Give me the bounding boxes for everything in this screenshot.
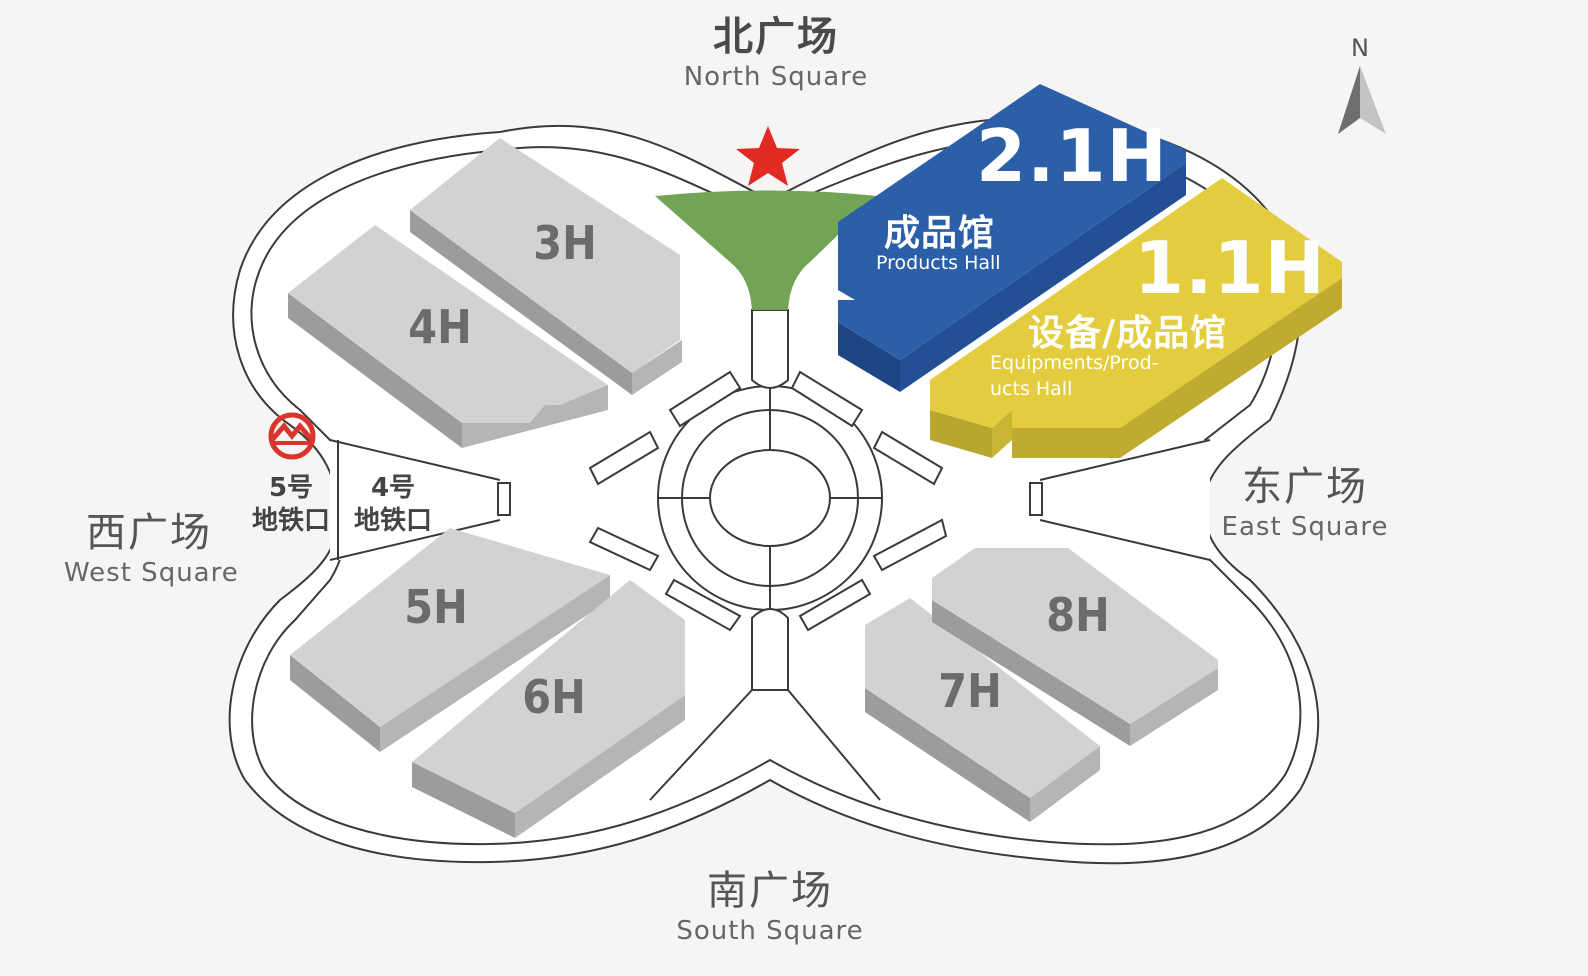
hall-6-block xyxy=(412,580,685,838)
hall-2-1-number: 2.1H xyxy=(976,114,1168,198)
hall-7-block xyxy=(865,598,1100,822)
north-corridor xyxy=(751,309,789,389)
shanghai-metro-logo-icon xyxy=(268,412,316,460)
hall-1-1-en-line2: ucts Hall xyxy=(990,378,1073,400)
south-square-en: South Square xyxy=(676,916,864,946)
red-star-icon xyxy=(736,126,800,186)
hall-3-block xyxy=(410,138,682,395)
east-gate-wall xyxy=(1029,482,1043,516)
metro-line-4-label: 4号 地铁口 xyxy=(346,472,440,538)
metro-line-4-exit: 地铁口 xyxy=(353,506,432,536)
east-square-label: 东广场 East Square xyxy=(1220,454,1390,542)
west-square-cn: 西广场 xyxy=(86,510,212,556)
south-corridor xyxy=(751,608,789,691)
hall-7-label: 7H xyxy=(938,664,1002,718)
hall-4-block xyxy=(288,225,608,448)
metro-line-5-label: 5号 地铁口 xyxy=(244,472,338,538)
west-gate-wall xyxy=(497,482,511,516)
east-gate xyxy=(1030,440,1210,560)
east-gate-lines xyxy=(1039,439,1211,561)
hall-4-label: 4H xyxy=(408,300,472,354)
west-square-label: 西广场 West Square xyxy=(64,500,239,588)
metro-line-5-number: 5号 xyxy=(268,473,314,503)
north-square-label: 北广场 North Square xyxy=(676,4,876,92)
hall-8-label: 8H xyxy=(1046,588,1110,642)
hall-3-label: 3H xyxy=(533,216,597,270)
north-arrow-icon xyxy=(1338,66,1386,134)
hall-2-1-block xyxy=(838,84,1186,392)
west-square-en: West Square xyxy=(64,558,239,588)
hall-2-1-en: Products Hall xyxy=(876,252,1001,274)
north-square-cn: 北广场 xyxy=(713,14,839,60)
radial-walkways xyxy=(588,370,948,632)
hall-8-block xyxy=(932,548,1218,746)
south-square-label: 南广场 South Square xyxy=(670,858,870,946)
south-square-cn: 南广场 xyxy=(707,868,833,914)
south-plaza xyxy=(649,689,881,801)
north-plaza xyxy=(655,190,878,310)
east-square-cn: 东广场 xyxy=(1242,464,1368,510)
west-gate-lines xyxy=(329,439,501,561)
metro-line-5-exit: 地铁口 xyxy=(251,506,330,536)
compass-north-label: N xyxy=(1351,34,1369,62)
hall-5-block xyxy=(290,528,610,752)
metro-line-4-number: 4号 xyxy=(370,473,416,503)
hall-1-1-en-line1: Equipments/Prod- xyxy=(990,352,1159,374)
hall-1-1-number: 1.1H xyxy=(1134,226,1326,310)
north-square-en: North Square xyxy=(683,62,869,92)
east-square-en: East Square xyxy=(1221,512,1389,542)
hall-1-1-en: Equipments/Prod- ucts Hall xyxy=(990,350,1190,402)
central-roundabout xyxy=(657,385,883,611)
hall-5-label: 5H xyxy=(404,580,468,634)
hall-1-1-block xyxy=(930,178,1342,458)
hall-6-label: 6H xyxy=(522,670,586,724)
hall-2-1-cn: 成品馆 xyxy=(884,213,996,254)
hall-1-1-cn: 设备/成品馆 xyxy=(1028,313,1228,354)
